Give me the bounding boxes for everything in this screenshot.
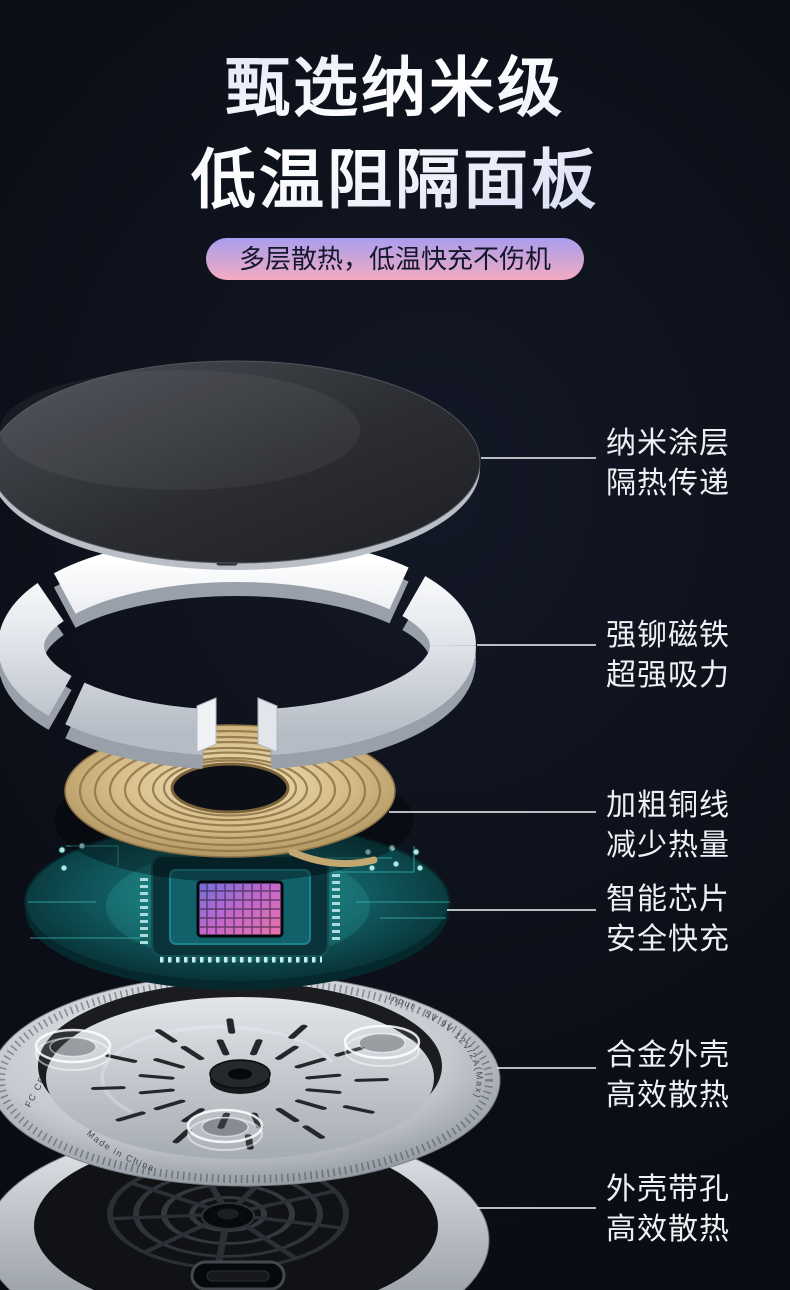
annotation-line: 外壳带孔 [606, 1173, 730, 1206]
subtitle-badge: 多层散热，低温快充不伤机 [205, 238, 585, 280]
solder-pads [58, 842, 424, 872]
title-line-2: 低温阻隔面板 [190, 143, 599, 216]
annotation-line: 安全快充 [606, 923, 730, 956]
annotation-line: 强铆磁铁 [606, 619, 730, 652]
page-title: 甄选纳米级 低温阻隔面板 [0, 42, 790, 226]
alloy-housing: Input : 5V 9V 12V/2A(Max) Made in China … [0, 973, 501, 1187]
ring-segment-end [196, 697, 217, 753]
rubber-foot [34, 1028, 112, 1071]
annotation-vented-housing: 外壳带孔 高效散热 [606, 1170, 730, 1250]
annotation-line: 智能芯片 [606, 883, 730, 916]
nano-coating-panel [0, 360, 481, 570]
usb-c-port [190, 1260, 286, 1290]
coil-grooves [78, 729, 382, 853]
annotation-line: 超强吸力 [606, 659, 730, 692]
annotation-line: 减少热量 [606, 829, 730, 862]
coil-wire-tail [288, 848, 378, 868]
rubber-foot [186, 1108, 264, 1151]
annotation-line: 纳米涂层 [606, 427, 730, 460]
annotation-line: 高效散热 [606, 1079, 730, 1112]
coil-center-hole [170, 762, 290, 814]
rubber-foot [343, 1024, 421, 1067]
circuit-traces [28, 845, 450, 939]
annotation-magnet: 强铆磁铁 超强吸力 [606, 616, 730, 696]
annotation-line: 合金外壳 [606, 1039, 730, 1072]
annotation-copper-coil: 加粗铜线 减少热量 [606, 786, 730, 866]
annotation-line: 隔热传递 [606, 467, 730, 500]
annotation-line: 加粗铜线 [606, 789, 730, 822]
annotation-alloy-housing: 合金外壳 高效散热 [606, 1036, 730, 1116]
ring-segment-end [257, 697, 278, 753]
fan-grille [107, 1158, 349, 1270]
magnet-ring [0, 536, 476, 770]
annotation-line: 高效散热 [606, 1213, 730, 1246]
pcb-board [24, 821, 450, 990]
annotation-smart-chip: 智能芯片 安全快充 [606, 880, 730, 960]
annotation-nano-coating: 纳米涂层 隔热传递 [606, 424, 730, 504]
die-grid [200, 884, 280, 934]
center-post [209, 1059, 271, 1094]
leader-lines [389, 457, 596, 1209]
title-line-1: 甄选纳米级 [224, 51, 565, 124]
dial-tick-ring [0, 977, 493, 1183]
smart-chip [140, 855, 340, 963]
